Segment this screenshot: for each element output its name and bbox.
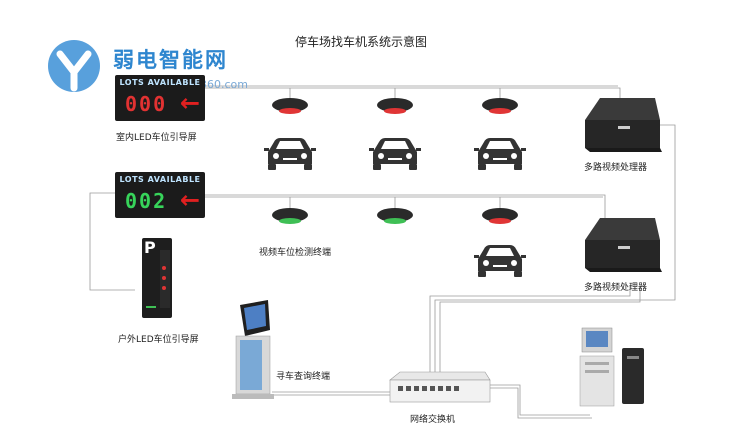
row2-bus-line <box>205 194 606 220</box>
switch-to-server-2 <box>490 387 592 419</box>
indoor-led-sign-1: LOTS AVAILABLE 000 ← <box>115 75 205 121</box>
processor-2 <box>585 218 662 272</box>
car-2 <box>369 138 421 170</box>
processor-label-1: 多路视频处理器 <box>584 163 648 173</box>
row2-drop-lines <box>289 197 501 208</box>
processor1-to-switch <box>434 124 676 375</box>
detector-2 <box>377 98 413 114</box>
processor-1 <box>585 98 662 152</box>
diagram-title: 停车场找车机系统示意图 <box>295 35 428 49</box>
switch-label: 网络交换机 <box>410 415 456 425</box>
detector-3 <box>482 98 518 114</box>
detector-1 <box>272 98 308 114</box>
detector-4 <box>272 208 308 224</box>
watermark-logo-icon <box>48 40 100 92</box>
processor-label-2: 多路视频处理器 <box>584 283 648 293</box>
detector-5 <box>377 208 413 224</box>
processor2-to-switch-2 <box>439 285 641 375</box>
sign-number-2: 002 <box>125 189 168 213</box>
detector-row2 <box>272 208 518 224</box>
indoor-led-sign-2: LOTS AVAILABLE 002 ← <box>115 172 205 218</box>
outdoor-sign-label: 户外LED车位引导屏 <box>118 335 199 345</box>
detector-label: 视频车位检测终端 <box>259 248 332 258</box>
kiosk <box>232 300 274 399</box>
kiosk-label: 寻车查询终端 <box>276 372 331 382</box>
sign-number-1: 000 <box>125 92 168 116</box>
car-3 <box>474 138 526 170</box>
cars-row2 <box>474 245 526 277</box>
left-arrow-icon: ← <box>180 89 201 117</box>
outdoor-sign <box>142 238 172 318</box>
sign-header-2: LOTS AVAILABLE <box>119 175 201 184</box>
sign-header-1: LOTS AVAILABLE <box>119 78 201 87</box>
server-workstation <box>579 327 644 407</box>
outdoor-sign-letter: P <box>144 238 156 257</box>
row1-bus-line <box>205 87 621 102</box>
switch-to-server <box>490 384 590 416</box>
outdoor-sign-line <box>89 192 135 291</box>
car-1 <box>264 138 316 170</box>
watermark-brand: 弱电智能网 <box>113 48 228 72</box>
detector-row1 <box>272 98 518 114</box>
watermark-url: 360.com <box>200 78 248 91</box>
row1-drop-lines <box>289 88 501 98</box>
detector-6 <box>482 208 518 224</box>
processor2-to-switch <box>429 285 631 375</box>
indoor-sign-label: 室内LED车位引导屏 <box>116 133 197 143</box>
car-4 <box>474 245 526 277</box>
cars-row1 <box>264 138 526 170</box>
network-switch <box>389 371 491 403</box>
left-arrow-icon: ← <box>180 186 201 214</box>
